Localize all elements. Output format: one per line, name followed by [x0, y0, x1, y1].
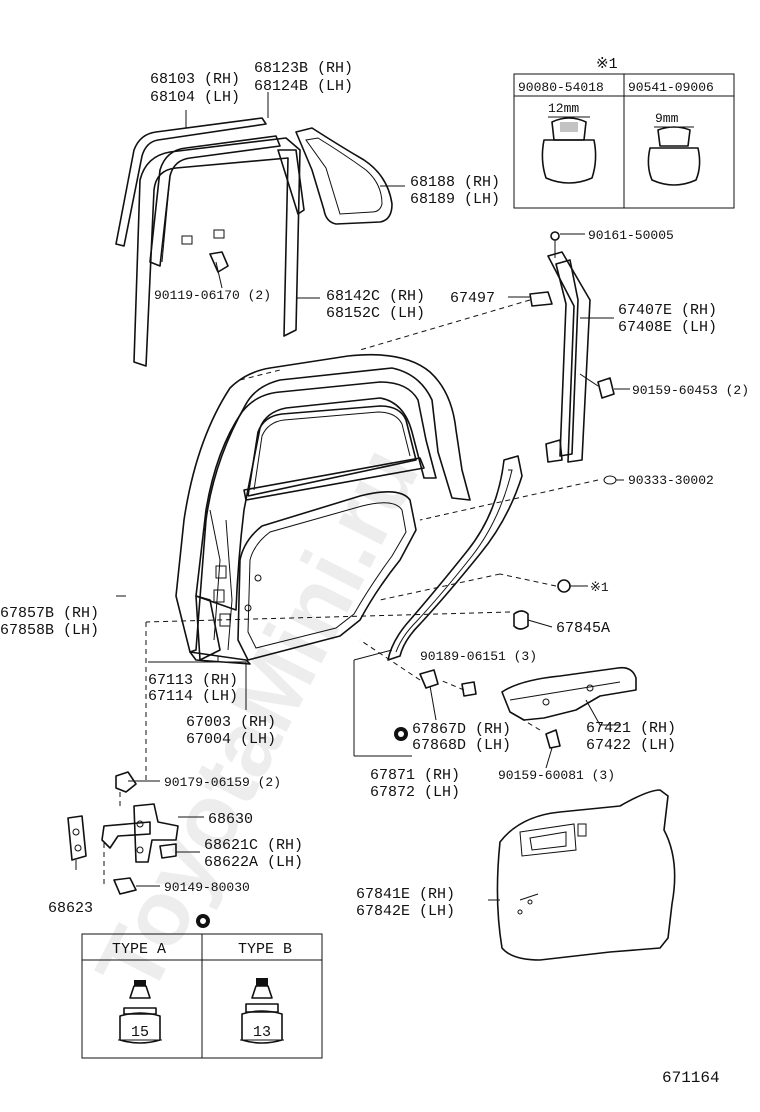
- callout-67004: 67004 (LH): [186, 731, 276, 748]
- callout-68188: 68188 (RH): [410, 174, 500, 191]
- type-a-dim: 15: [131, 1024, 149, 1041]
- callout-note1: ※1: [590, 580, 609, 595]
- callout-68142c: 68142C (RH): [326, 288, 425, 305]
- callout-90189: 90189-06151 (3): [420, 649, 537, 664]
- callout-68622a: 68622A (LH): [204, 854, 303, 871]
- callout-67868d: 67868D (LH): [412, 737, 511, 754]
- callout-68630: 68630: [208, 811, 253, 828]
- callout-90179: 90179-06159 (2): [164, 775, 281, 790]
- callout-67407e: 67407E (RH): [618, 302, 717, 319]
- callout-68152c: 68152C (LH): [326, 305, 425, 322]
- callout-68124b: 68124B (LH): [254, 78, 353, 95]
- callout-67422: 67422 (LH): [586, 737, 676, 754]
- clip-type-a-icon: [118, 980, 162, 1044]
- clip-90541-icon: [647, 126, 701, 186]
- callout-67114: 67114 (LH): [148, 688, 238, 705]
- callout-90159-60081: 90159-60081 (3): [498, 768, 615, 783]
- callout-68103: 68103 (RH): [150, 71, 240, 88]
- spec-dim-1: 12mm: [548, 101, 579, 116]
- type-a-label: TYPE A: [112, 941, 166, 958]
- spec-dim-2: 9mm: [655, 111, 679, 126]
- door-weatherstrip: [387, 455, 523, 661]
- callout-68104: 68104 (LH): [150, 89, 240, 106]
- hinge-assembly: [67, 771, 179, 895]
- spec-part-2: 90541-09006: [628, 80, 714, 95]
- door-trim: [496, 789, 676, 961]
- callout-67003: 67003 (RH): [186, 714, 276, 731]
- callout-67867d: 67867D (RH): [412, 721, 511, 738]
- callout-68621c: 68621C (RH): [204, 837, 303, 854]
- callout-67857b: 67857B (RH): [0, 605, 99, 622]
- type-table: TYPE A TYPE B 15 13: [81, 914, 323, 1059]
- callout-90149: 90149-80030: [164, 880, 250, 895]
- callout-67845a: 67845A: [556, 620, 610, 637]
- callout-67113: 67113 (RH): [148, 672, 238, 689]
- callout-67408e: 67408E (LH): [618, 319, 717, 336]
- leader-lines: [75, 92, 630, 901]
- callout-68623: 68623: [48, 900, 93, 917]
- callout-90159-60453: 90159-60453 (2): [632, 383, 749, 398]
- spec-table: ※1 90080-54018 90541-09006 12mm 9mm: [513, 56, 735, 209]
- callout-67421: 67421 (RH): [586, 720, 676, 737]
- callout-67497: 67497: [450, 290, 495, 307]
- division-bar: [529, 231, 615, 463]
- spec-part-1: 90080-54018: [518, 80, 604, 95]
- callout-67858b: 67858B (LH): [0, 622, 99, 639]
- callouts: 68103 (RH) 68104 (LH) 68123B (RH) 68124B…: [0, 60, 749, 920]
- callout-90119: 90119-06170 (2): [154, 288, 271, 303]
- type-b-label: TYPE B: [238, 941, 292, 958]
- door-panel: [175, 353, 471, 665]
- clip-type-b-icon: [240, 978, 284, 1044]
- callout-67841e: 67841E (RH): [356, 886, 455, 903]
- window-glass-and-runs: [115, 117, 393, 367]
- callout-68123b: 68123B (RH): [254, 60, 353, 77]
- spec-table-symbol: ※1: [596, 56, 618, 73]
- dashed-guides: [145, 299, 599, 780]
- lower-right-parts: [394, 475, 637, 749]
- type-b-dim: 13: [253, 1024, 271, 1041]
- callout-67872: 67872 (LH): [370, 784, 460, 801]
- figure-id: 671164: [662, 1069, 720, 1087]
- clip-90080-icon: [541, 116, 597, 184]
- callout-68189: 68189 (LH): [410, 191, 500, 208]
- callout-90333: 90333-30002: [628, 473, 714, 488]
- callout-67842e: 67842E (LH): [356, 903, 455, 920]
- callout-67871: 67871 (RH): [370, 767, 460, 784]
- callout-90161: 90161-50005: [588, 228, 674, 243]
